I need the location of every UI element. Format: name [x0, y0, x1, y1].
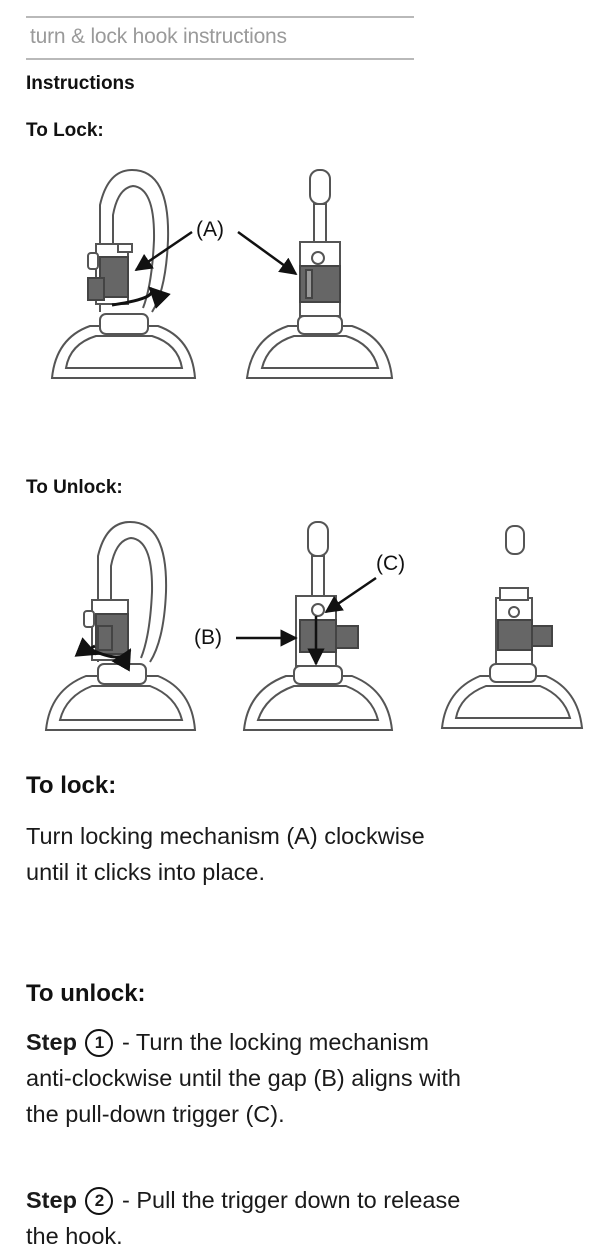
step-2-text: - Pull the trigger down to release the h…: [26, 1187, 461, 1249]
callout-c: (C): [376, 552, 405, 575]
header-bottom-rule: [26, 58, 414, 60]
unlock-hook-side-view: [44, 520, 197, 731]
page-title: turn & lock hook instructions: [30, 25, 287, 48]
step-2-label: Step: [26, 1187, 77, 1213]
lock-hook-front-view: [245, 169, 394, 379]
step-1-text: - Turn the locking mechanism anti-clockw…: [26, 1029, 461, 1127]
step-1-number: 1: [85, 1029, 114, 1057]
unlock-section-heading: To unlock:: [26, 980, 146, 1007]
lock-instructions: Turn locking mechanism (A) clockwise unt…: [26, 823, 425, 885]
lock-section-heading: To lock:: [26, 772, 117, 799]
to-unlock-label: To Unlock:: [26, 477, 123, 498]
step-1-label: Step: [26, 1029, 77, 1055]
instructions-heading: Instructions: [26, 73, 135, 94]
callout-a: (A): [196, 218, 224, 241]
step-1: Step 1 - Turn the locking mechanism anti…: [26, 1024, 466, 1132]
step-2: Step 2 - Pull the trigger down to releas…: [26, 1182, 496, 1254]
step-2-number: 2: [85, 1187, 114, 1215]
hook-diagram: (A) (B) (C): [44, 168, 584, 731]
callout-b: (B): [194, 626, 222, 649]
released-hook-view: [440, 525, 584, 729]
header-top-rule: [26, 16, 414, 18]
lock-hook-side-view: [50, 168, 197, 379]
unlock-hook-front-view: [242, 521, 394, 731]
to-lock-label: To Lock:: [26, 120, 104, 141]
